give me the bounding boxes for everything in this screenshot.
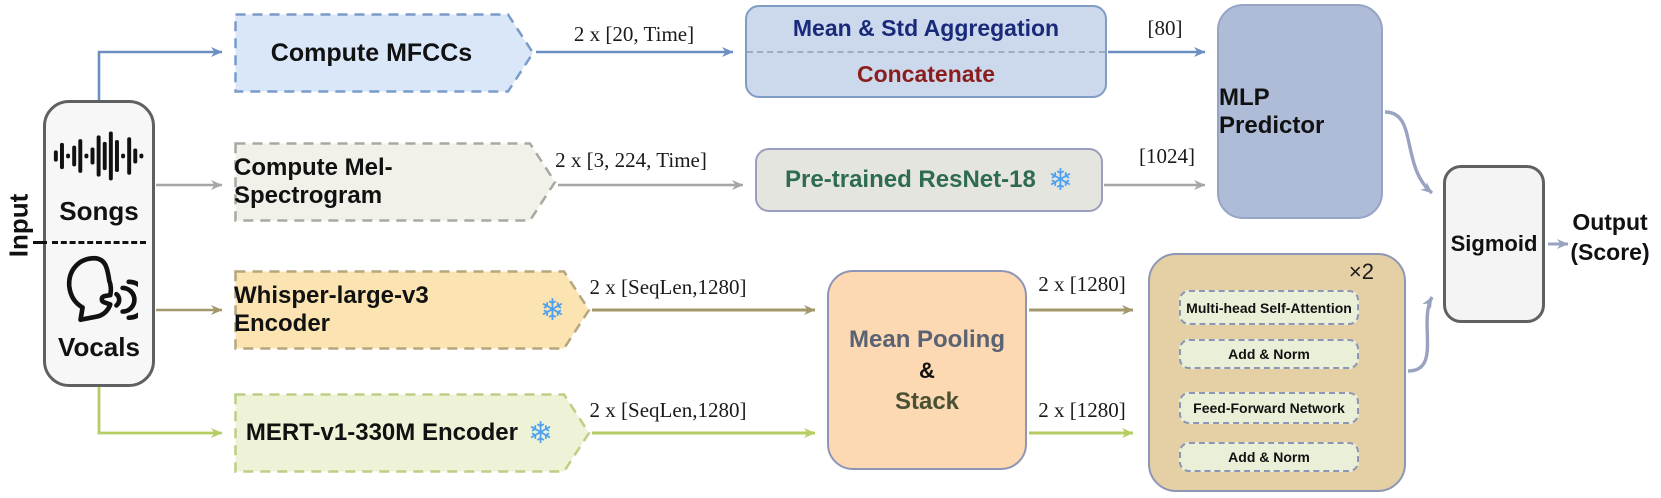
mean-pooling-stack-box: Mean Pooling & Stack [827, 270, 1027, 470]
mean-std-aggregation-label: Mean & Std Aggregation [747, 7, 1105, 53]
input-divider [52, 241, 146, 244]
dim-1024: [1024] [1139, 144, 1195, 168]
vocals-label: Vocals [58, 332, 140, 362]
speaking-head-icon [66, 255, 138, 323]
snowflake-icon: ❄ [1047, 163, 1073, 197]
multi-head-self-attention-box: Multi-head Self-Attention [1179, 290, 1359, 325]
input-divider-tick [33, 241, 47, 244]
resnet-box: Pre-trained ResNet-18 ❄ [755, 148, 1103, 212]
compute-mfccs-box: Compute MFCCs [234, 13, 535, 93]
dim-mel: 2 x [3, 224, Time] [555, 148, 707, 172]
compute-mel-box: Compute Mel-Spectrogram [234, 142, 557, 222]
whisper-encoder-shape [234, 270, 591, 350]
compute-mfccs-label: Compute MFCCs [270, 38, 473, 67]
whisper-encoder-label: Whisper-large-v3 Encoder [234, 282, 429, 337]
dim-whisper: 2 x [SeqLen,1280] [589, 275, 747, 299]
concatenate-label: Concatenate [856, 60, 996, 87]
dim-mert: 2 x [SeqLen,1280] [589, 398, 747, 422]
ampersand-label: & [919, 357, 935, 383]
repeat-x2-label: ×2 [1348, 259, 1374, 284]
transformer-block: ×2 Multi-head Self-Attention Add & Norm … [1148, 253, 1406, 492]
songs-label: Songs [59, 196, 139, 226]
add-norm-box-1: Add & Norm [1179, 339, 1359, 369]
mlp-predictor-box: MLP Predictor [1217, 4, 1383, 219]
compute-mfccs-shape [234, 13, 535, 93]
aggregation-box: Mean & Std Aggregation Concatenate [745, 5, 1107, 98]
snowflake-icon: ❄ [527, 416, 554, 450]
dim-pool-top: 2 x [1280] [1038, 272, 1126, 296]
mlp-predictor-label: MLP Predictor [1219, 83, 1325, 139]
dim-pool-bottom: 2 x [1280] [1038, 398, 1126, 422]
waveform-icon [53, 131, 144, 181]
sigmoid-label: Sigmoid [1450, 231, 1538, 256]
dim-mfcc: 2 x [20, Time] [573, 22, 695, 46]
resnet-label: Pre-trained ResNet-18 [785, 166, 1036, 193]
mert-encoder-shape [234, 393, 591, 473]
snowflake-icon: ❄ [539, 293, 565, 327]
arrow-transformer-to-sigmoid [1407, 296, 1434, 373]
feed-forward-network-box: Feed-Forward Network [1179, 392, 1359, 424]
compute-mel-shape [234, 142, 557, 222]
output-score-label: Output (Score) [1558, 207, 1661, 267]
output-label-line2: (Score) [1570, 239, 1650, 265]
sigmoid-box: Sigmoid [1443, 165, 1545, 323]
arrow-input-to-mfcc [97, 47, 223, 100]
stack-label: Stack [894, 387, 960, 415]
whisper-encoder-box: Whisper-large-v3 Encoder ❄ [234, 270, 591, 350]
mean-pooling-label: Mean Pooling [849, 325, 1005, 353]
input-side-label: Input [3, 193, 34, 258]
compute-mel-label: Compute Mel-Spectrogram [234, 154, 393, 209]
dim-80: [80] [1147, 16, 1183, 40]
add-norm-box-2: Add & Norm [1179, 442, 1359, 472]
mert-encoder-box: MERT-v1-330M Encoder ❄ [234, 393, 591, 473]
arrow-mlp-to-sigmoid [1384, 110, 1434, 195]
mert-encoder-label: MERT-v1-330M Encoder [245, 419, 518, 446]
output-label-line1: Output [1572, 209, 1648, 235]
arrow-input-to-mert [97, 387, 223, 438]
